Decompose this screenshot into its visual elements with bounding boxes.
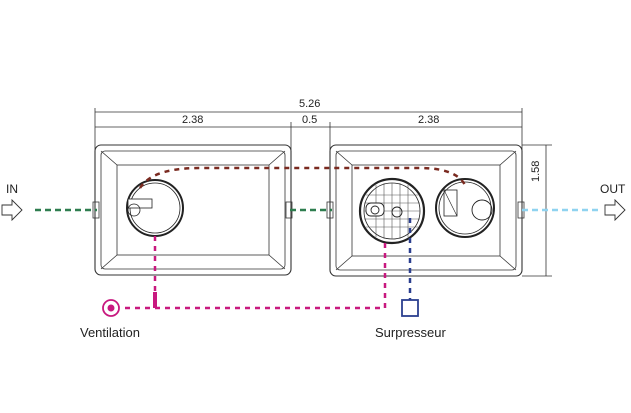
inlet-label: IN: [6, 182, 18, 196]
gap-label: 0.5: [302, 114, 318, 126]
total-length-label: 5.26: [299, 98, 321, 110]
recirculation-pipe: [138, 166, 467, 189]
left-manhole: [126, 179, 184, 237]
left-tank: [92, 144, 293, 276]
dimension-lines: [94, 108, 552, 277]
left-tank-length-label: 2.38: [182, 114, 204, 126]
clarifier-manhole: [435, 178, 495, 238]
inlet-arrow-icon: [1, 198, 23, 222]
ventilation-icon: [102, 299, 120, 317]
booster-label: Surpresseur: [375, 325, 446, 340]
aeration-manhole: [358, 177, 426, 245]
height-label: 1.58: [530, 160, 542, 182]
outlet-label: OUT: [600, 182, 626, 196]
booster-icon: [401, 299, 419, 317]
ventilation-pipe: [125, 236, 387, 310]
right-tank-length-label: 2.38: [418, 114, 440, 126]
outlet-arrow-icon: [604, 198, 626, 222]
ventilation-label: Ventilation: [80, 325, 140, 340]
